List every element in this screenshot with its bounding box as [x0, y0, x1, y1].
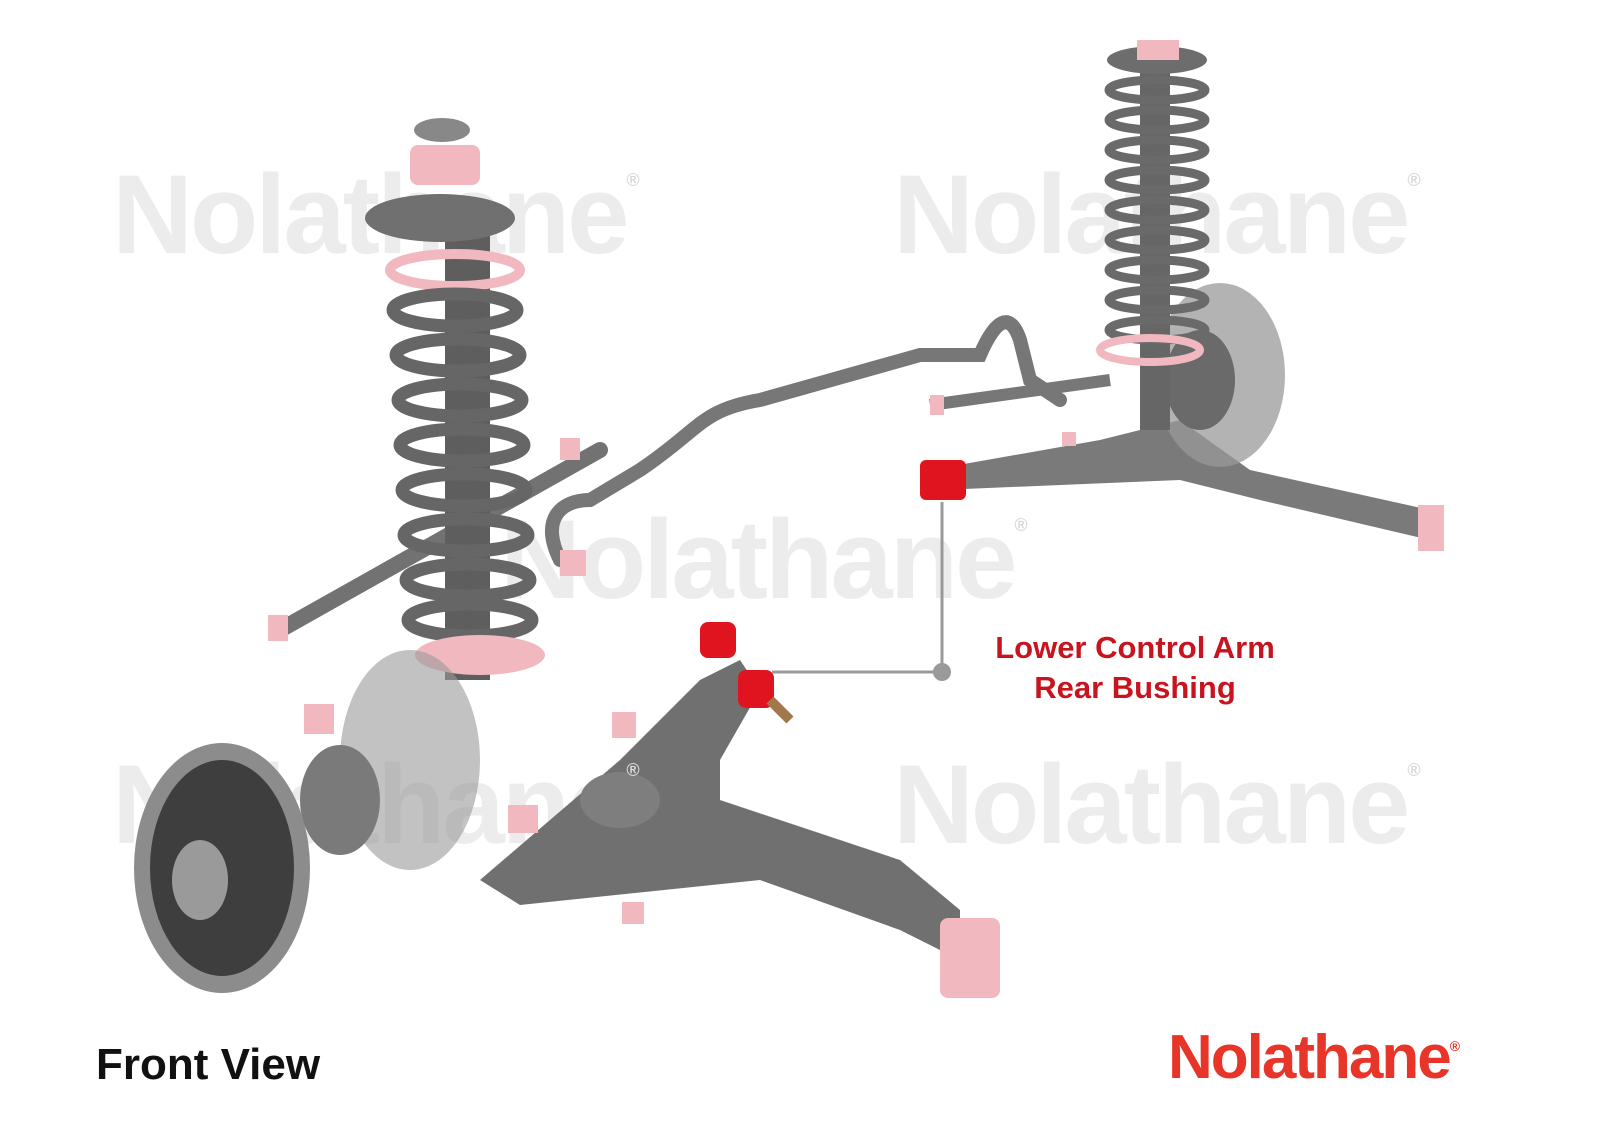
bushing [268, 615, 288, 641]
front-coil-spring [386, 287, 539, 643]
bushing [622, 902, 644, 924]
bushing [940, 918, 1000, 998]
bushing [304, 704, 334, 734]
watermark: Nolathane® [500, 497, 1028, 622]
rear-strut [1140, 60, 1170, 430]
highlighted-bushing [920, 460, 966, 500]
highlighted-bushing [738, 670, 774, 708]
rear-upper-link [929, 374, 1111, 411]
bushing [560, 438, 580, 460]
callout-label: Lower Control Arm Rear Bushing [975, 628, 1295, 708]
bushing [1137, 40, 1179, 60]
callout-line-1: Lower Control Arm [995, 630, 1275, 665]
rear-coil-spring [1104, 75, 1210, 345]
sway-bar [544, 315, 1067, 567]
rear-lower-arm [930, 420, 1430, 540]
bushing [930, 395, 944, 415]
watermark: Nolathane® [893, 742, 1421, 867]
rear-link [272, 442, 608, 638]
callout-line-2: Rear Bushing [1034, 670, 1236, 705]
view-label: Front View [96, 1040, 321, 1089]
bushing [410, 145, 480, 185]
front-lower-arm [480, 660, 960, 960]
bushing [612, 712, 636, 738]
bushing [508, 805, 538, 833]
brand-logo: Nolathane® [1168, 1023, 1460, 1092]
bushing [1062, 432, 1076, 446]
bushing [1418, 505, 1444, 551]
callout-leader-line [772, 502, 944, 674]
highlighted-bushing [700, 622, 736, 658]
callout-dot [933, 663, 951, 681]
hub [300, 745, 380, 855]
bushing [560, 550, 586, 576]
